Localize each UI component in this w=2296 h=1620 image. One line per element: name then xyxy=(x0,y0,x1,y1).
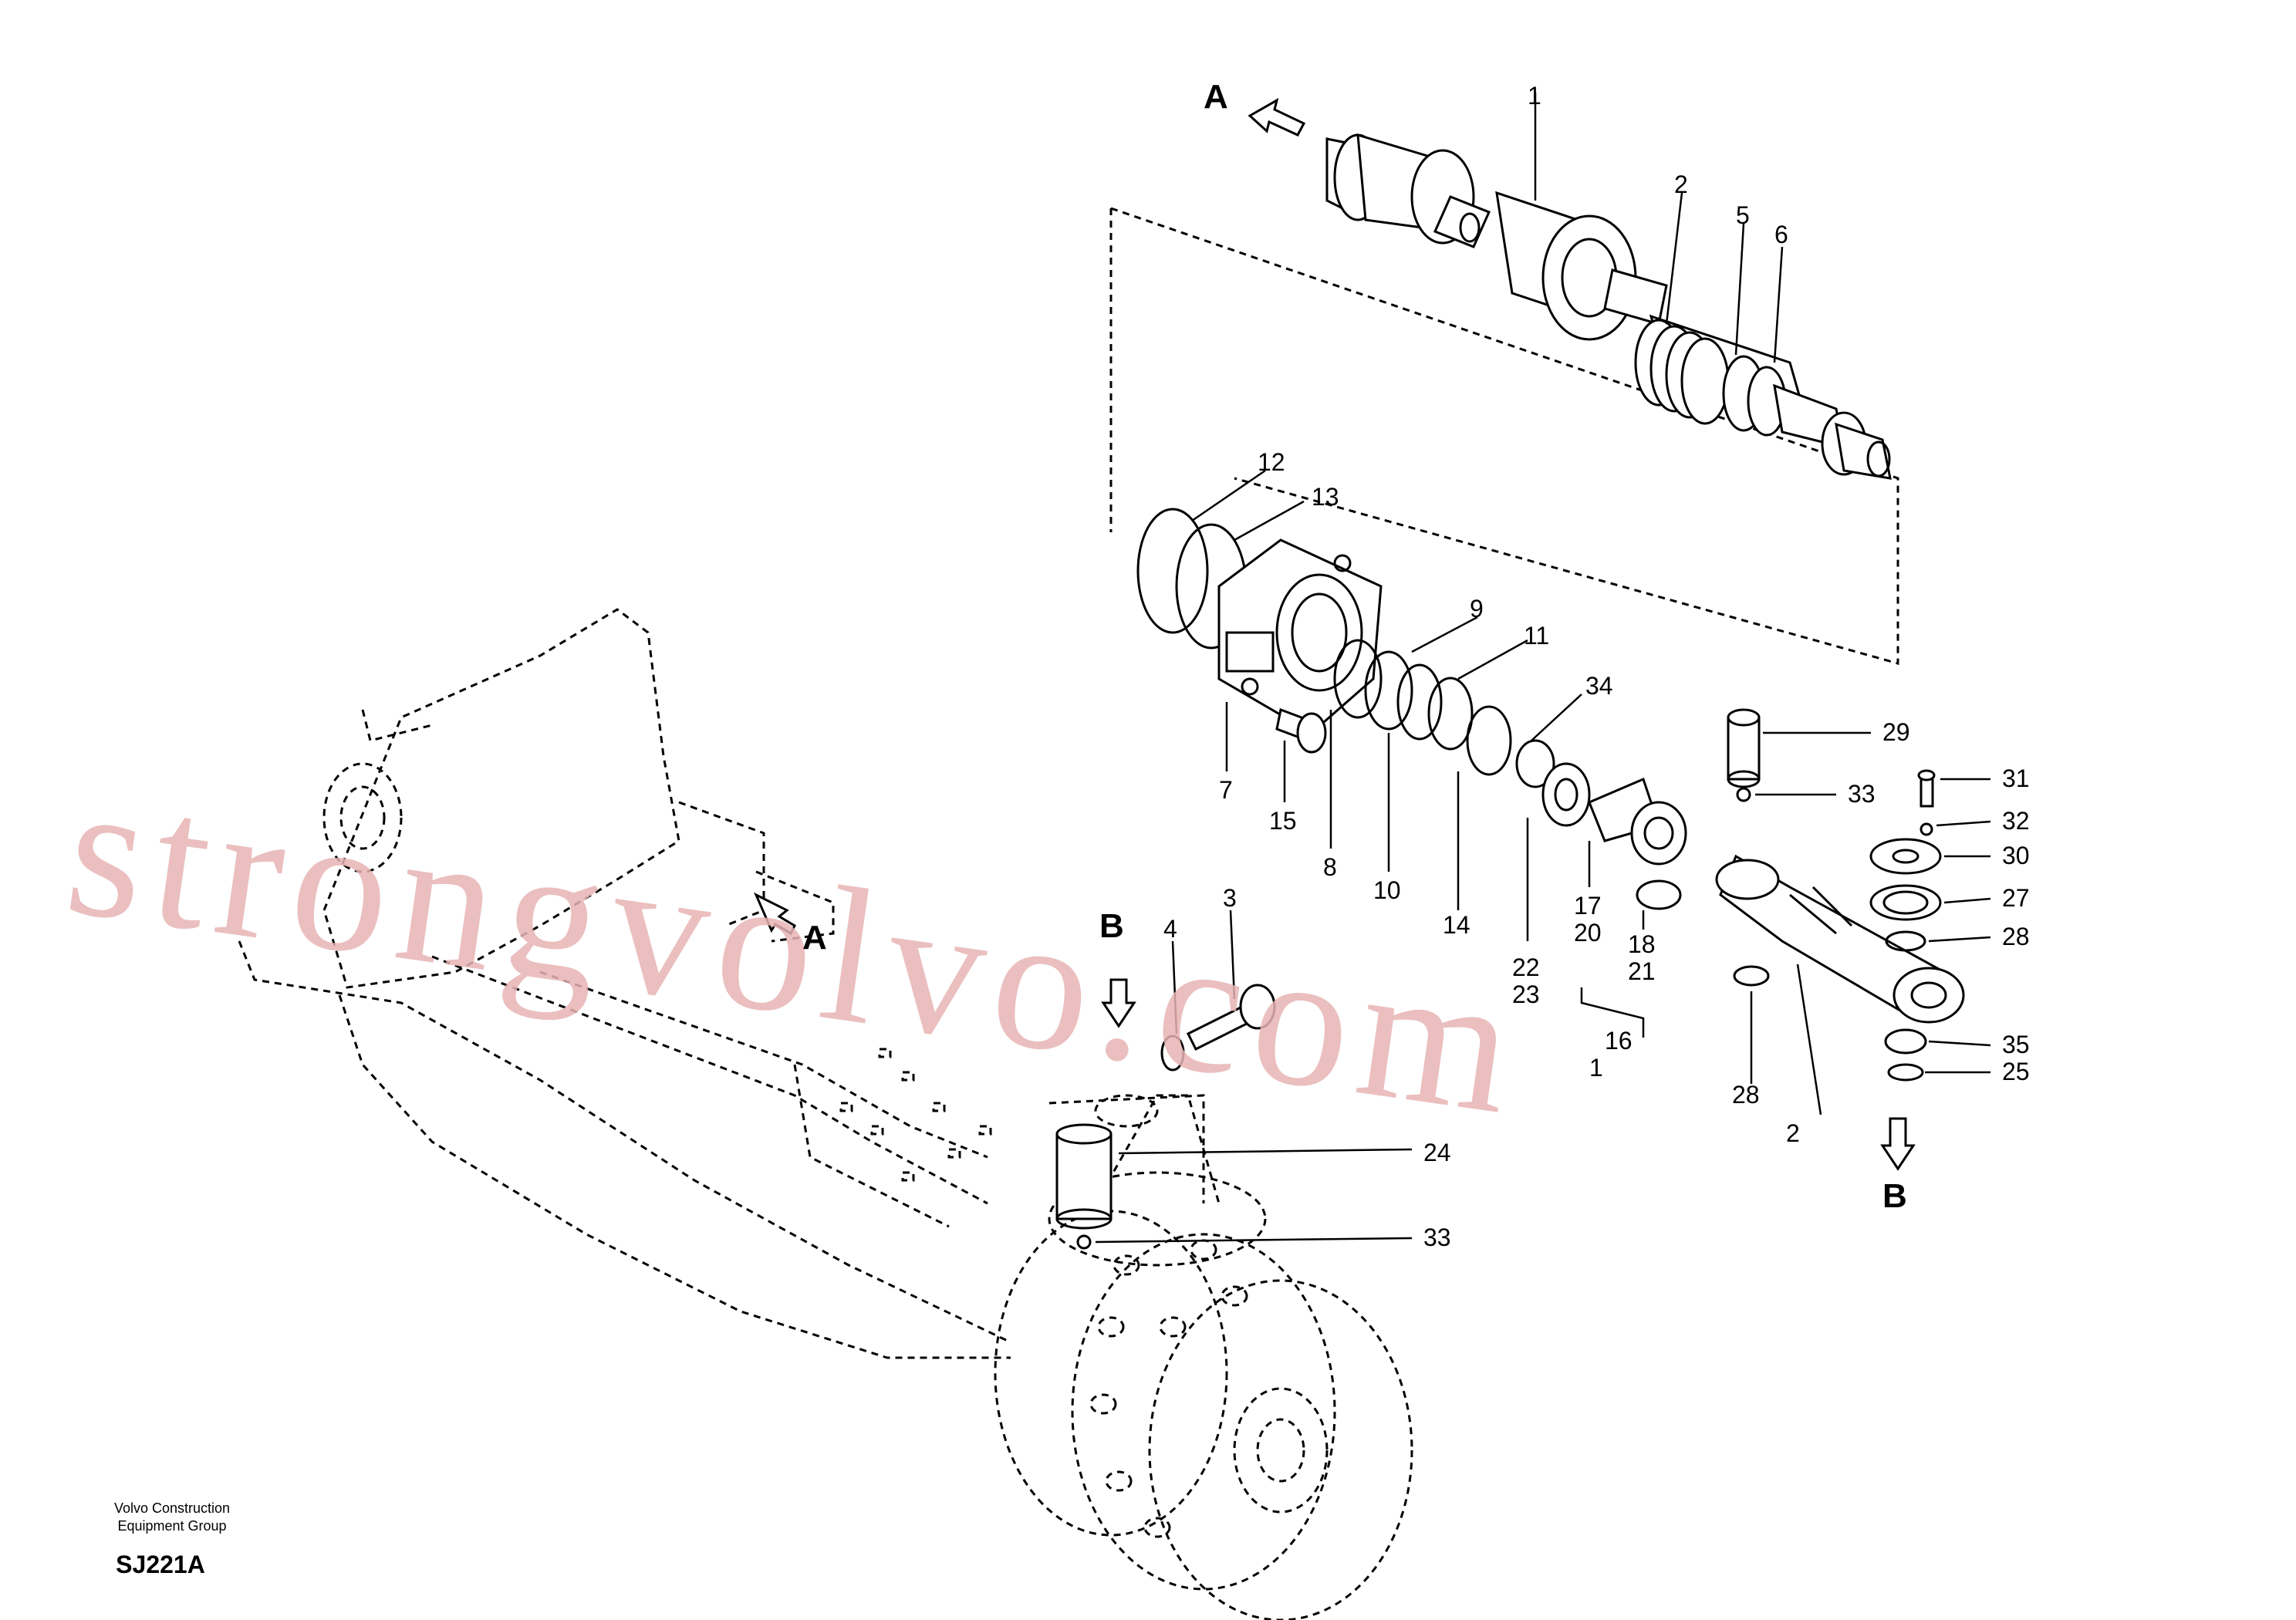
label-27: 27 xyxy=(2002,884,2030,912)
view-marker-letters: A A B B xyxy=(802,78,1907,1215)
view-arrow-a-top xyxy=(1248,97,1306,137)
gland-housing xyxy=(1217,538,1383,734)
cylinder-rod-end xyxy=(1634,319,1892,480)
label-33b: 33 xyxy=(1423,1223,1451,1251)
label-1b: 1 xyxy=(1589,1054,1603,1082)
label-24: 24 xyxy=(1423,1139,1451,1166)
axle-housing xyxy=(238,608,1011,1359)
label-22: 22 xyxy=(1512,953,1540,981)
label-30: 30 xyxy=(2002,842,2030,869)
label-5: 5 xyxy=(1736,201,1750,229)
part-labels: 1 2 5 6 12 13 9 11 34 7 15 8 10 14 22 23… xyxy=(1163,82,2030,1251)
leader-lines xyxy=(1095,93,1991,1244)
label-9: 9 xyxy=(1470,595,1484,623)
label-4: 4 xyxy=(1163,915,1177,943)
label-34: 34 xyxy=(1585,672,1613,700)
label-1: 1 xyxy=(1528,82,1541,110)
pin-guide xyxy=(1048,1094,1205,1203)
steering-cylinder xyxy=(1325,133,1808,419)
view-arrow-b-right xyxy=(1880,1117,1916,1171)
pin-24 xyxy=(1055,1123,1113,1250)
tie-rod-end-assembly xyxy=(1541,762,1687,910)
pivot-hardware-stack xyxy=(1733,769,1942,1082)
label-15: 15 xyxy=(1269,807,1297,835)
view-marker-b-right: B xyxy=(1882,1177,1907,1215)
view-marker-a-mid: A xyxy=(802,919,827,957)
company-line-2: Equipment Group xyxy=(117,1518,227,1534)
label-23: 23 xyxy=(1512,980,1540,1008)
label-2b: 2 xyxy=(1786,1119,1800,1147)
view-arrow-a-mid xyxy=(753,892,796,936)
label-8: 8 xyxy=(1323,853,1337,881)
bolt-15 xyxy=(1275,707,1327,754)
seal-kit xyxy=(1333,639,1555,788)
label-14: 14 xyxy=(1443,911,1470,939)
label-31: 31 xyxy=(2002,764,2030,792)
label-32: 32 xyxy=(2002,807,2030,835)
label-18: 18 xyxy=(1628,930,1656,958)
label-16: 16 xyxy=(1605,1027,1633,1055)
label-7: 7 xyxy=(1219,776,1233,804)
label-11: 11 xyxy=(1524,622,1549,650)
label-35: 35 xyxy=(2002,1031,2030,1058)
label-29: 29 xyxy=(1882,718,1910,746)
view-arrow-b-left xyxy=(1101,978,1136,1028)
label-6: 6 xyxy=(1774,221,1788,248)
drawing-code: SJ221A xyxy=(116,1551,205,1578)
alignment-guide xyxy=(1109,207,1899,665)
company-line-1: Volvo Construction xyxy=(113,1500,231,1516)
pin-29 xyxy=(1727,708,1761,802)
label-28a: 28 xyxy=(2002,923,2030,950)
label-2: 2 xyxy=(1674,170,1688,198)
label-28b: 28 xyxy=(1732,1081,1760,1109)
label-3: 3 xyxy=(1223,884,1237,912)
label-21: 21 xyxy=(1628,957,1656,985)
watermark-text: strongvolvo.com xyxy=(56,741,1535,1156)
label-20: 20 xyxy=(1574,919,1602,947)
label-12: 12 xyxy=(1258,448,1285,476)
bolt-3 xyxy=(1160,984,1276,1072)
label-13: 13 xyxy=(1312,483,1339,511)
view-marker-a-top: A xyxy=(1204,78,1228,116)
view-marker-b-left: B xyxy=(1099,907,1124,945)
label-17: 17 xyxy=(1574,892,1602,920)
label-33a: 33 xyxy=(1848,780,1876,808)
label-25: 25 xyxy=(2002,1058,2030,1085)
steering-arm xyxy=(1715,854,1965,1024)
label-10: 10 xyxy=(1373,876,1401,904)
